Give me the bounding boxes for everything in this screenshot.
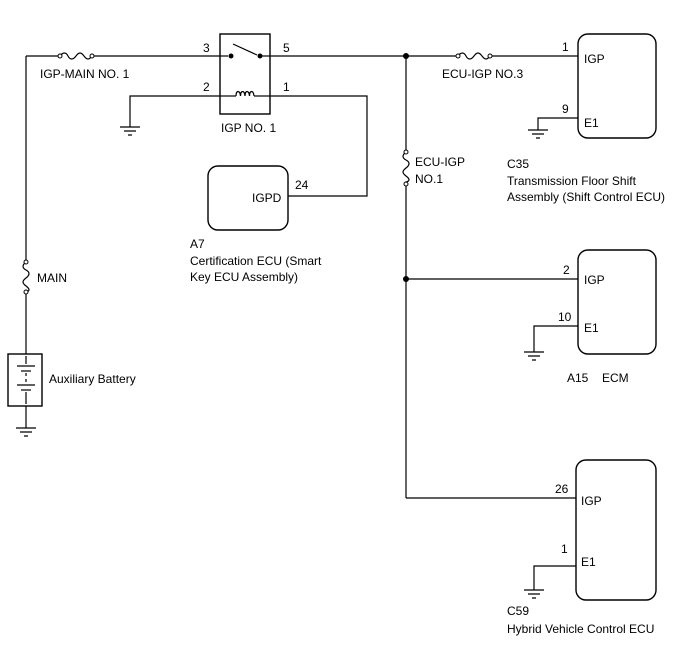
battery: Auxiliary Battery	[7, 353, 136, 407]
terminal-label-e1: E1	[584, 321, 599, 335]
component-name: Hybrid Vehicle Control ECU	[507, 622, 654, 636]
relay-pin-3: 3	[203, 41, 210, 55]
ecu-box	[577, 249, 657, 355]
fuse-label-ecu-igp1-line1: ECU-IGP	[415, 155, 465, 169]
fuse-label-ecu-igp1-line2: NO.1	[415, 172, 443, 186]
switch-contact-icon	[257, 53, 263, 59]
terminal-label-igpd: IGPD	[252, 191, 282, 205]
shift-control-ecu: IGP E1 1 9 C35 Transmission Floor Shift …	[507, 33, 665, 204]
fuse-icon	[402, 149, 410, 187]
pin-label: 26	[555, 482, 569, 496]
switch-arm-icon	[232, 43, 258, 56]
relay-pin-1: 1	[283, 80, 290, 94]
coil-icon	[235, 90, 255, 97]
switch-contact-icon	[228, 53, 234, 59]
ground-icon	[528, 129, 548, 139]
fuse-icon	[22, 259, 30, 295]
junction-dot	[403, 276, 409, 282]
wires	[25, 55, 578, 590]
wire-shift-e1	[537, 117, 578, 130]
pin-label: 24	[295, 178, 309, 192]
junction-dot	[403, 53, 409, 59]
fuse-icon	[455, 52, 493, 60]
wire-hv-e1	[533, 565, 576, 590]
relay: 3 5 2 1 IGP NO. 1	[203, 33, 290, 135]
pin-label: 2	[563, 263, 570, 277]
fuse-icon	[57, 52, 95, 60]
certification-ecu: IGPD 24 A7 Certification ECU (Smart Key …	[190, 165, 322, 284]
pin-label: 1	[562, 40, 569, 54]
ground-icon	[120, 126, 140, 136]
terminal-label-igp: IGP	[584, 273, 605, 287]
component-name-line2: Key ECU Assembly)	[190, 270, 298, 284]
terminal-label-igp: IGP	[581, 494, 602, 508]
pin-label: 1	[561, 542, 568, 556]
wire-ecm-e1	[533, 325, 578, 352]
relay-label: IGP NO. 1	[221, 121, 276, 135]
ground-icon	[524, 589, 544, 599]
wire-coil-ground	[129, 95, 220, 127]
component-code: A15	[567, 371, 589, 385]
component-code: C35	[507, 157, 529, 171]
ecu-box	[575, 459, 657, 601]
relay-box	[219, 33, 271, 115]
pin-label: 10	[558, 310, 572, 324]
component-code: C59	[507, 604, 529, 618]
ground-icon	[524, 351, 544, 361]
pin-label: 9	[562, 102, 569, 116]
ecu-box	[577, 33, 657, 139]
wire-coil-to-cert	[270, 95, 368, 197]
terminal-label-igp: IGP	[584, 52, 605, 66]
terminal-label-e1: E1	[581, 555, 596, 569]
battery-box	[7, 353, 43, 407]
ecu-box	[207, 165, 289, 231]
component-name-line1: Certification ECU (Smart	[190, 254, 322, 268]
component-name: ECM	[602, 371, 629, 385]
ground-icon	[16, 427, 36, 437]
relay-pin-5: 5	[283, 41, 290, 55]
relay-pin-2: 2	[203, 80, 210, 94]
fuse-label-main: MAIN	[37, 271, 67, 285]
hybrid-vehicle-control-ecu: IGP E1 26 1 C59 Hybrid Vehicle Control E…	[507, 459, 657, 636]
terminal-label-e1: E1	[584, 116, 599, 130]
component-code: A7	[190, 237, 205, 251]
fuse-label-igp-main: IGP-MAIN NO. 1	[40, 67, 130, 81]
component-name-line2: Assembly (Shift Control ECU)	[507, 190, 665, 204]
battery-label: Auxiliary Battery	[49, 372, 136, 386]
fuse-label-ecu-igp3: ECU-IGP NO.3	[442, 67, 523, 81]
component-name-line1: Transmission Floor Shift	[507, 174, 637, 188]
ecm: IGP E1 2 10 A15 ECM	[558, 249, 657, 385]
